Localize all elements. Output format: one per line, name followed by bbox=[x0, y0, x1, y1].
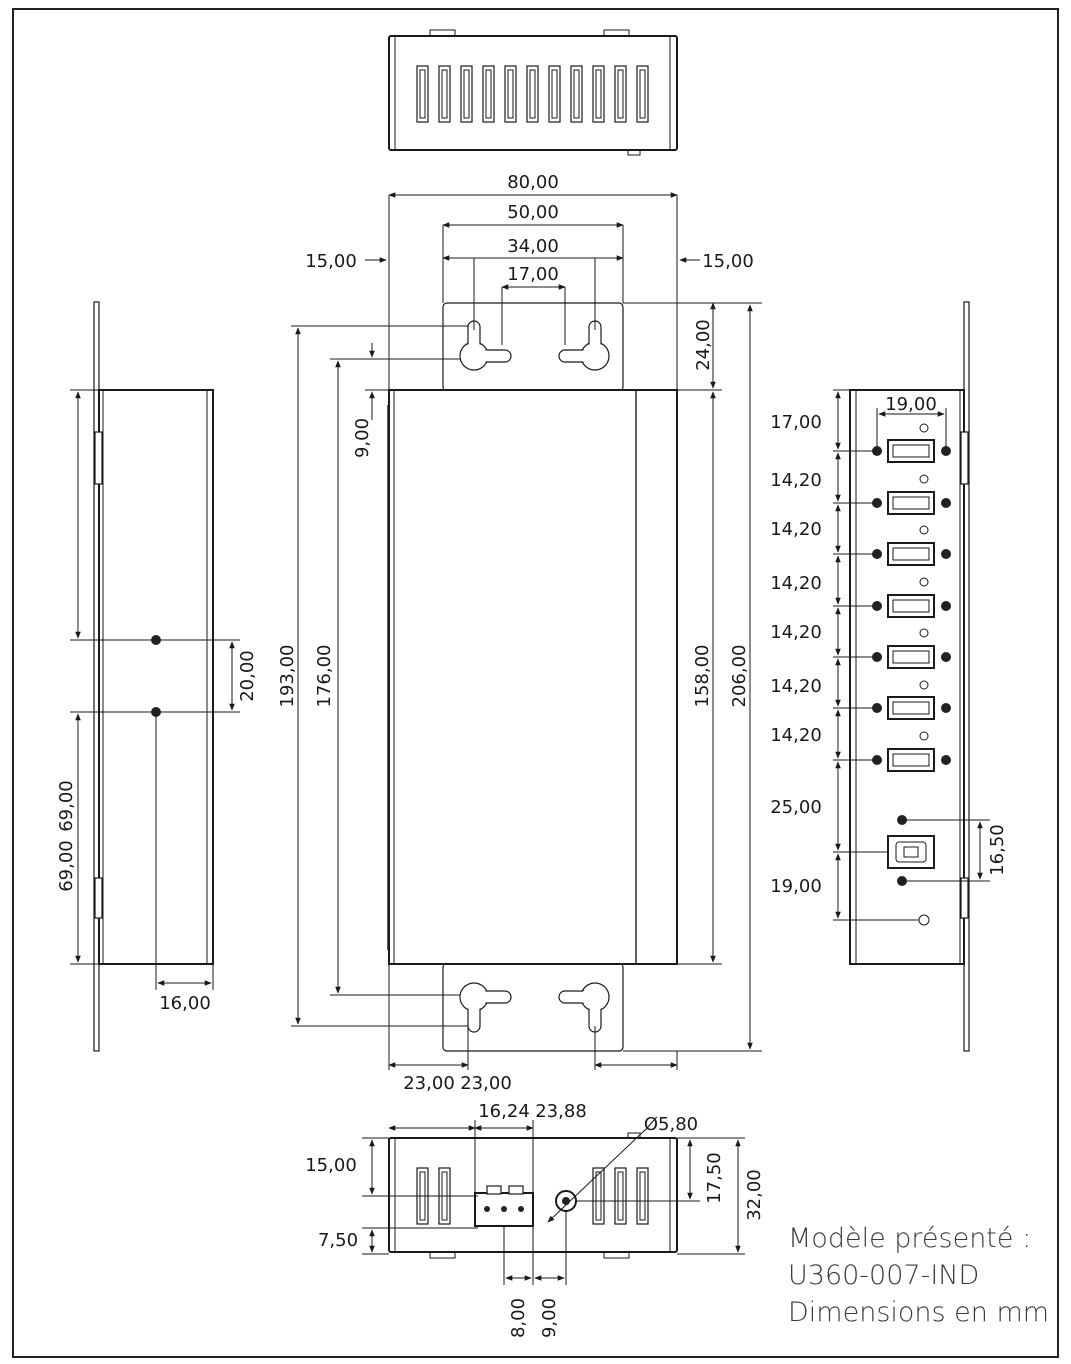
dim-left-margin: 15,00 bbox=[305, 251, 357, 272]
keyhole-bottom-right bbox=[558, 982, 610, 1033]
dim-spacing: 14,20 bbox=[770, 725, 822, 746]
dim-flange-height: 24,00 bbox=[693, 319, 714, 371]
usb-port bbox=[872, 525, 951, 566]
dim-total-height: 206,00 bbox=[729, 645, 750, 708]
usb-port bbox=[872, 474, 951, 515]
dim-body-height: 158,00 bbox=[692, 645, 713, 708]
dim-lower-length: 69,00 bbox=[56, 840, 77, 892]
usb-port bbox=[872, 680, 951, 720]
dim-bottom-offset: 19,00 bbox=[770, 876, 822, 897]
keyhole-top-left bbox=[459, 320, 512, 371]
dim-hole-gap: 20,00 bbox=[237, 650, 258, 702]
dim-port-width: 19,00 bbox=[885, 394, 937, 415]
dim-usb-b-offset: 25,00 bbox=[770, 797, 822, 818]
model-note: Modèle présenté : U360-007-IND Dimension… bbox=[788, 1220, 1049, 1331]
dim-spacing: 14,20 bbox=[770, 519, 822, 540]
usb-port bbox=[872, 423, 951, 463]
dim-bottom-right: 23,00 bbox=[460, 1073, 512, 1094]
dim-total-hole-height: 193,00 bbox=[277, 645, 298, 708]
dimension-labels: 80,00 50,00 34,00 17,00 15,00 15,00 24,0… bbox=[56, 172, 1008, 1338]
dim-bottom-a: 8,00 bbox=[508, 1298, 529, 1338]
dim-right-margin: 15,00 bbox=[702, 251, 754, 272]
dim-connector-right: 23,88 bbox=[535, 1101, 587, 1122]
keyhole-top-right bbox=[558, 320, 610, 371]
dim-usb-b-hole-span: 16,50 bbox=[987, 824, 1008, 876]
dim-bottom-left: 23,00 bbox=[403, 1073, 455, 1094]
dim-right-total: 32,00 bbox=[744, 1169, 765, 1221]
note-line-model-label: Modèle présenté : bbox=[788, 1223, 1032, 1254]
dim-hole-span: 50,00 bbox=[507, 202, 559, 223]
usb-a-ports bbox=[872, 423, 951, 772]
dim-spacing: 14,20 bbox=[770, 470, 822, 491]
usb-port bbox=[872, 577, 951, 618]
dim-body-offset: 9,00 bbox=[352, 418, 373, 458]
dim-first-spacing: 17,00 bbox=[770, 412, 822, 433]
top-view bbox=[388, 29, 678, 156]
front-view bbox=[291, 192, 762, 1070]
dim-depth: 16,00 bbox=[159, 993, 211, 1014]
dim-inner-hole-height: 176,00 bbox=[314, 645, 335, 708]
dim-width: 80,00 bbox=[507, 172, 559, 193]
usb-port bbox=[872, 628, 951, 669]
dim-slot-inner: 17,00 bbox=[507, 264, 559, 285]
dim-spacing: 14,20 bbox=[770, 573, 822, 594]
dim-spacing: 14,20 bbox=[770, 676, 822, 697]
dim-upper-length: 69,00 bbox=[56, 780, 77, 832]
power-jack bbox=[555, 1190, 577, 1212]
terminal-block bbox=[474, 1185, 534, 1227]
usb-port bbox=[872, 731, 951, 772]
dim-left-bottom: 7,50 bbox=[318, 1230, 358, 1251]
dim-slot-span: 34,00 bbox=[507, 236, 559, 257]
dim-right-mid: 17,50 bbox=[704, 1152, 725, 1204]
drawing-frame bbox=[12, 8, 1059, 1358]
left-side-view bbox=[70, 301, 240, 1052]
keyhole-bottom-left bbox=[459, 982, 512, 1033]
dim-left-top: 15,00 bbox=[305, 1155, 357, 1176]
note-line-model-number: U360-007-IND bbox=[788, 1260, 980, 1291]
dim-bottom-b: 9,00 bbox=[539, 1298, 560, 1338]
right-side-view bbox=[833, 301, 990, 1052]
dim-jack-diameter: Ø5,80 bbox=[644, 1114, 698, 1135]
dim-connector-width: 16,24 bbox=[478, 1101, 530, 1122]
dim-spacing: 14,20 bbox=[770, 622, 822, 643]
usb-b-port bbox=[887, 815, 935, 926]
bottom-view bbox=[362, 1120, 745, 1285]
vent-slots bbox=[416, 65, 649, 123]
note-line-units: Dimensions en mm bbox=[788, 1297, 1050, 1328]
